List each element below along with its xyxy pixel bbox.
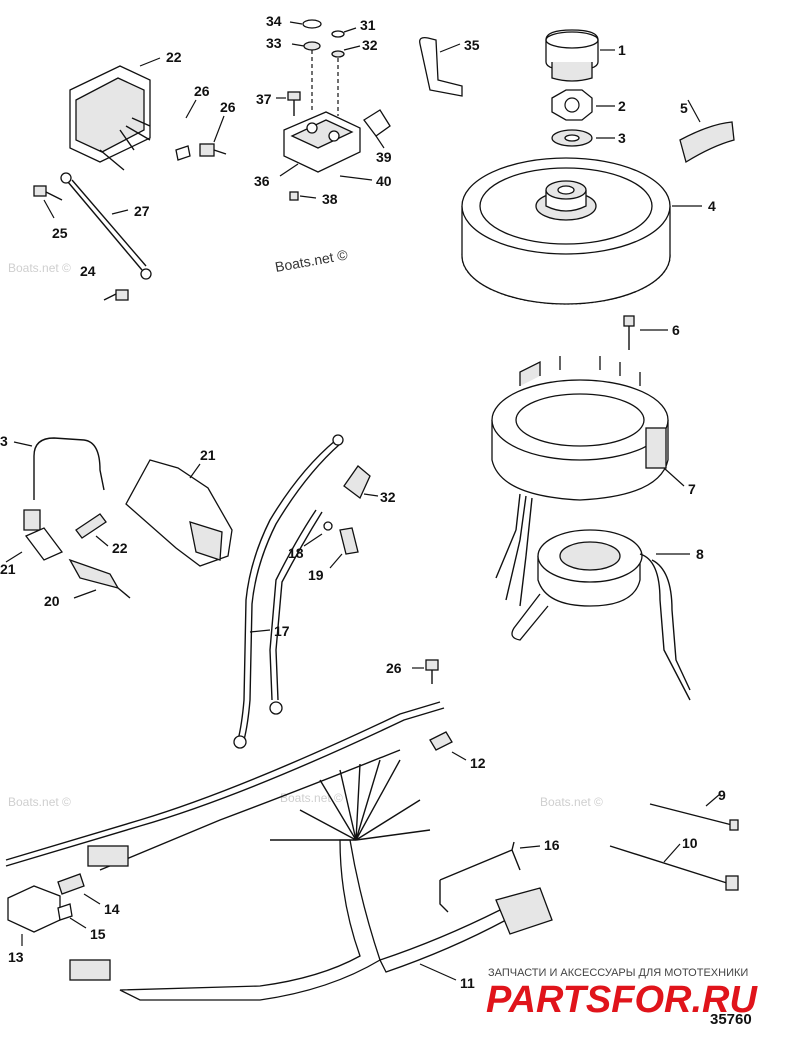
part-30-rectifier [69,65,151,171]
part-29-clip [175,145,191,161]
callout-label: 3 [0,433,8,449]
part-3-spark-plug-boot [24,527,64,561]
callout-label: 34 [266,13,282,29]
part-34-bracket [419,36,463,97]
part-39-screw [289,191,299,201]
callout-label: 32 [362,37,378,53]
part-5-key [679,121,735,164]
callout-label: 4 [708,198,716,214]
part-35-washer [303,41,321,51]
part-37-solenoid [283,111,361,173]
callout-label: 22 [112,540,128,556]
part-36-washer [302,19,322,29]
part-20-switch [68,558,131,599]
callout-label: 9 [718,787,726,803]
callout-label: 18 [288,545,304,561]
part-3-washer [551,129,593,147]
callout-label: 21 [0,561,16,577]
part-24-screw [75,513,107,539]
callout-label: 3 [618,130,626,146]
promo-text: ЗАПЧАСТИ И АКСЕССУАРЫ ДЛЯ МОТОТЕХНИКИ [488,967,748,979]
callout-label: 33 [266,35,282,51]
callout-label: 26 [386,660,402,676]
part-32-washer [331,50,345,58]
part-40-boot [363,109,391,137]
callout-label: 24 [80,263,96,279]
part-28-screw [199,143,227,157]
callout-label: 25 [52,225,68,241]
part-12-terminal [429,731,453,751]
callout-label: 19 [308,567,324,583]
part-11-harness [5,701,553,1001]
callout-label: 8 [696,546,704,562]
callout-label: 14 [104,901,120,917]
part-14-connector [57,873,85,895]
callout-label: 37 [256,91,272,107]
part-18-nut [323,521,333,531]
part-26-bolt [425,659,439,684]
part-38-screw [287,91,301,116]
callout-label: 26 [194,83,210,99]
callout-label: 11 [460,975,475,991]
callout-label: 20 [44,593,60,609]
callout-label: 2 [618,98,626,114]
watermark: Boats.net © [8,261,71,275]
callout-label: 12 [470,755,486,771]
callout-label: 31 [360,17,376,33]
callout-label: 35 [464,37,480,53]
watermark-main: Boats.net © [274,246,350,275]
callout-label: 5 [680,100,688,116]
callout-label: 22 [166,49,182,65]
part-26-bolt [33,185,63,201]
callout-label: 15 [90,926,106,942]
watermark: Boats.net © [280,791,343,805]
part-7-stator [491,356,669,607]
part-19-screw [339,527,359,555]
part-17-cables [233,434,344,749]
callout-label: 16 [544,837,560,853]
callout-label: 17 [274,623,290,639]
part-2-nut [551,89,593,121]
callout-label: 21 [200,447,216,463]
part-15-clip [57,903,73,921]
callout-label: 39 [376,149,392,165]
part-13-connector [7,885,61,933]
callout-label: 38 [322,191,338,207]
callout-label: 1 [618,42,626,58]
callout-label: 27 [134,203,150,219]
callout-label: 6 [672,322,680,338]
part-21-switchbox [125,459,233,567]
part-10-screw [609,845,739,891]
part-6-bolt [623,315,635,350]
part-25-bolt [103,289,129,301]
part-22-ground-lead [23,437,105,531]
brand-logo-text: PARTSFOR.RU [486,979,758,1021]
callout-label: 26 [220,99,236,115]
callout-label: 13 [8,949,24,965]
watermark: Boats.net © [540,795,603,809]
callout-label: 7 [688,481,696,497]
part-16-clip [439,841,521,913]
callout-label: 40 [376,173,392,189]
part-27-ground-strap [60,172,152,280]
part-4-flywheel [461,157,671,305]
part-9-screw [649,803,739,831]
part-31-nut [331,30,345,38]
callout-label: 10 [682,835,698,851]
drawing-number: 35760 [710,1011,752,1028]
watermark: Boats.net © [8,795,71,809]
part-1-cap [545,29,599,82]
part-33-boot [343,465,371,500]
callout-label: 36 [254,173,270,189]
part-8-trigger [511,529,691,701]
callout-label: 32 [380,489,396,505]
